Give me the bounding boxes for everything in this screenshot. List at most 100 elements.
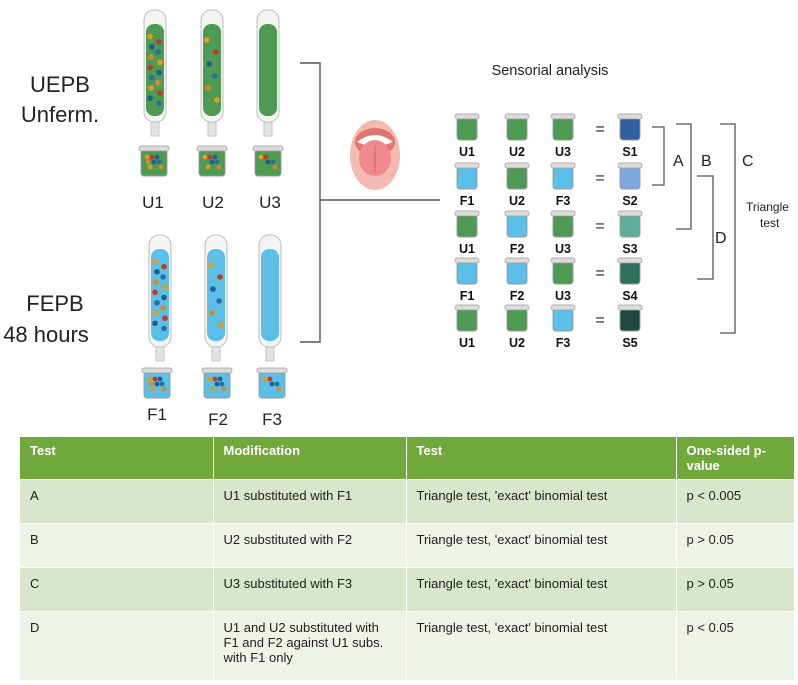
triangle-label-line2: test bbox=[760, 216, 780, 230]
equals-sign: = bbox=[595, 170, 604, 187]
cup-u2 bbox=[504, 304, 530, 332]
tube-group bbox=[143, 9, 282, 362]
results-table: Test Modification Test One-sided p-value… bbox=[20, 437, 795, 680]
cell-p-value: p > 0.05 bbox=[676, 567, 795, 612]
beaker-f2 bbox=[201, 367, 233, 399]
equals-sign: = bbox=[595, 121, 604, 138]
sample-label: S5 bbox=[622, 336, 637, 350]
header-p-value: One-sided p-value bbox=[676, 437, 795, 480]
bracket-c-label: C bbox=[742, 153, 754, 170]
fepb-label: FEPB bbox=[26, 291, 83, 316]
analysis-title: Sensorial analysis bbox=[492, 63, 609, 79]
cell-method: Triangle test, 'exact' binomial test bbox=[406, 523, 677, 568]
tube-u3 bbox=[256, 9, 280, 137]
triangle-label-line1: Triangle bbox=[746, 200, 789, 214]
cell-method: Triangle test, 'exact' binomial test bbox=[406, 611, 677, 680]
tube-label-u2: U2 bbox=[202, 193, 224, 212]
beaker-u2 bbox=[196, 145, 228, 177]
bracket-b-label: B bbox=[701, 153, 712, 170]
cup-u1 bbox=[454, 113, 480, 141]
sample-label: S4 bbox=[622, 289, 637, 303]
tube-f3 bbox=[258, 234, 282, 362]
cell-test: C bbox=[20, 567, 214, 612]
cup-label: F2 bbox=[510, 289, 525, 303]
cup-label: F1 bbox=[460, 289, 475, 303]
sample-s5 bbox=[617, 304, 643, 332]
tube-bracket bbox=[300, 62, 321, 343]
tube-label-u3: U3 bbox=[259, 193, 281, 212]
sample-label: S2 bbox=[622, 194, 637, 208]
tube-u2 bbox=[200, 9, 224, 137]
fepb-sublabel: 48 hours bbox=[3, 322, 89, 347]
cup-label: U2 bbox=[509, 336, 525, 350]
cup-f1 bbox=[454, 257, 480, 285]
cup-label: F3 bbox=[556, 336, 571, 350]
tube-label-u1: U1 bbox=[142, 193, 164, 212]
beaker-u1 bbox=[138, 145, 170, 177]
table-row: D U1 and U2 substituted with F1 and F2 a… bbox=[20, 611, 795, 680]
bracket-c bbox=[720, 123, 736, 334]
bracket-d-label: D bbox=[715, 230, 727, 247]
tube-label-f2: F2 bbox=[208, 410, 228, 429]
tube-f2 bbox=[204, 234, 228, 362]
cell-p-value: p < 0.05 bbox=[676, 611, 795, 680]
cup-u3 bbox=[550, 210, 576, 238]
cell-method: Triangle test, 'exact' binomial test bbox=[406, 479, 677, 524]
cup-label: F1 bbox=[460, 194, 475, 208]
cup-f3 bbox=[550, 162, 576, 190]
sample-label: S1 bbox=[622, 145, 637, 159]
mouth-icon bbox=[350, 120, 400, 190]
beaker-u3 bbox=[252, 145, 284, 177]
bracket-a-label: A bbox=[673, 153, 684, 170]
uepb-label: UEPB bbox=[30, 72, 90, 97]
beaker-f3 bbox=[256, 367, 288, 399]
cup-label: U1 bbox=[459, 336, 475, 350]
cup-label: U3 bbox=[555, 242, 571, 256]
sample-s2 bbox=[617, 162, 643, 190]
cup-label: U3 bbox=[555, 145, 571, 159]
cup-u1 bbox=[454, 304, 480, 332]
cup-label: U2 bbox=[509, 194, 525, 208]
tube-label-f3: F3 bbox=[262, 410, 282, 429]
cell-test: B bbox=[20, 523, 214, 568]
cell-method: Triangle test, 'exact' binomial test bbox=[406, 567, 677, 612]
sample-s1 bbox=[617, 113, 643, 141]
cup-u3 bbox=[550, 113, 576, 141]
cell-modification: U3 substituted with F3 bbox=[213, 567, 407, 612]
equals-sign: = bbox=[595, 218, 604, 235]
table-row: C U3 substituted with F3 Triangle test, … bbox=[20, 567, 795, 612]
cup-u3 bbox=[550, 257, 576, 285]
cell-modification: U1 substituted with F1 bbox=[213, 479, 407, 524]
table-row: B U2 substituted with F2 Triangle test, … bbox=[20, 523, 795, 568]
tube-label-f1: F1 bbox=[147, 405, 167, 424]
cell-test: D bbox=[20, 611, 214, 680]
cup-label: F3 bbox=[556, 194, 571, 208]
cell-modification: U2 substituted with F2 bbox=[213, 523, 407, 568]
cup-f2 bbox=[504, 210, 530, 238]
header-modification: Modification bbox=[213, 437, 407, 480]
bracket-d bbox=[697, 175, 714, 280]
header-test-method: Test bbox=[406, 437, 677, 480]
cell-modification: U1 and U2 substituted with F1 and F2 aga… bbox=[213, 611, 407, 680]
sensory-diagram: UEPB Unferm. FEPB 48 hours U1 U2 U3 F1 F… bbox=[3, 9, 789, 429]
equals-sign: = bbox=[595, 265, 604, 282]
beaker-group bbox=[138, 145, 288, 399]
cup-u2 bbox=[504, 162, 530, 190]
sample-s3 bbox=[617, 210, 643, 238]
cup-u1 bbox=[454, 210, 480, 238]
cup-f2 bbox=[504, 257, 530, 285]
cup-label: U1 bbox=[459, 242, 475, 256]
beaker-f1 bbox=[141, 367, 173, 399]
sample-label: S3 bbox=[622, 242, 637, 256]
bracket-b bbox=[676, 123, 692, 230]
cell-test: A bbox=[20, 479, 214, 524]
cup-label: U2 bbox=[509, 145, 525, 159]
cup-label: U3 bbox=[555, 289, 571, 303]
sample-s4 bbox=[617, 257, 643, 285]
bracket-a bbox=[652, 126, 665, 186]
cell-p-value: p < 0.005 bbox=[676, 479, 795, 524]
table-row: A U1 substituted with F1 Triangle test, … bbox=[20, 479, 795, 524]
cell-p-value: p > 0.05 bbox=[676, 523, 795, 568]
tube-u1 bbox=[143, 9, 167, 137]
table-header-row: Test Modification Test One-sided p-value bbox=[20, 437, 795, 480]
